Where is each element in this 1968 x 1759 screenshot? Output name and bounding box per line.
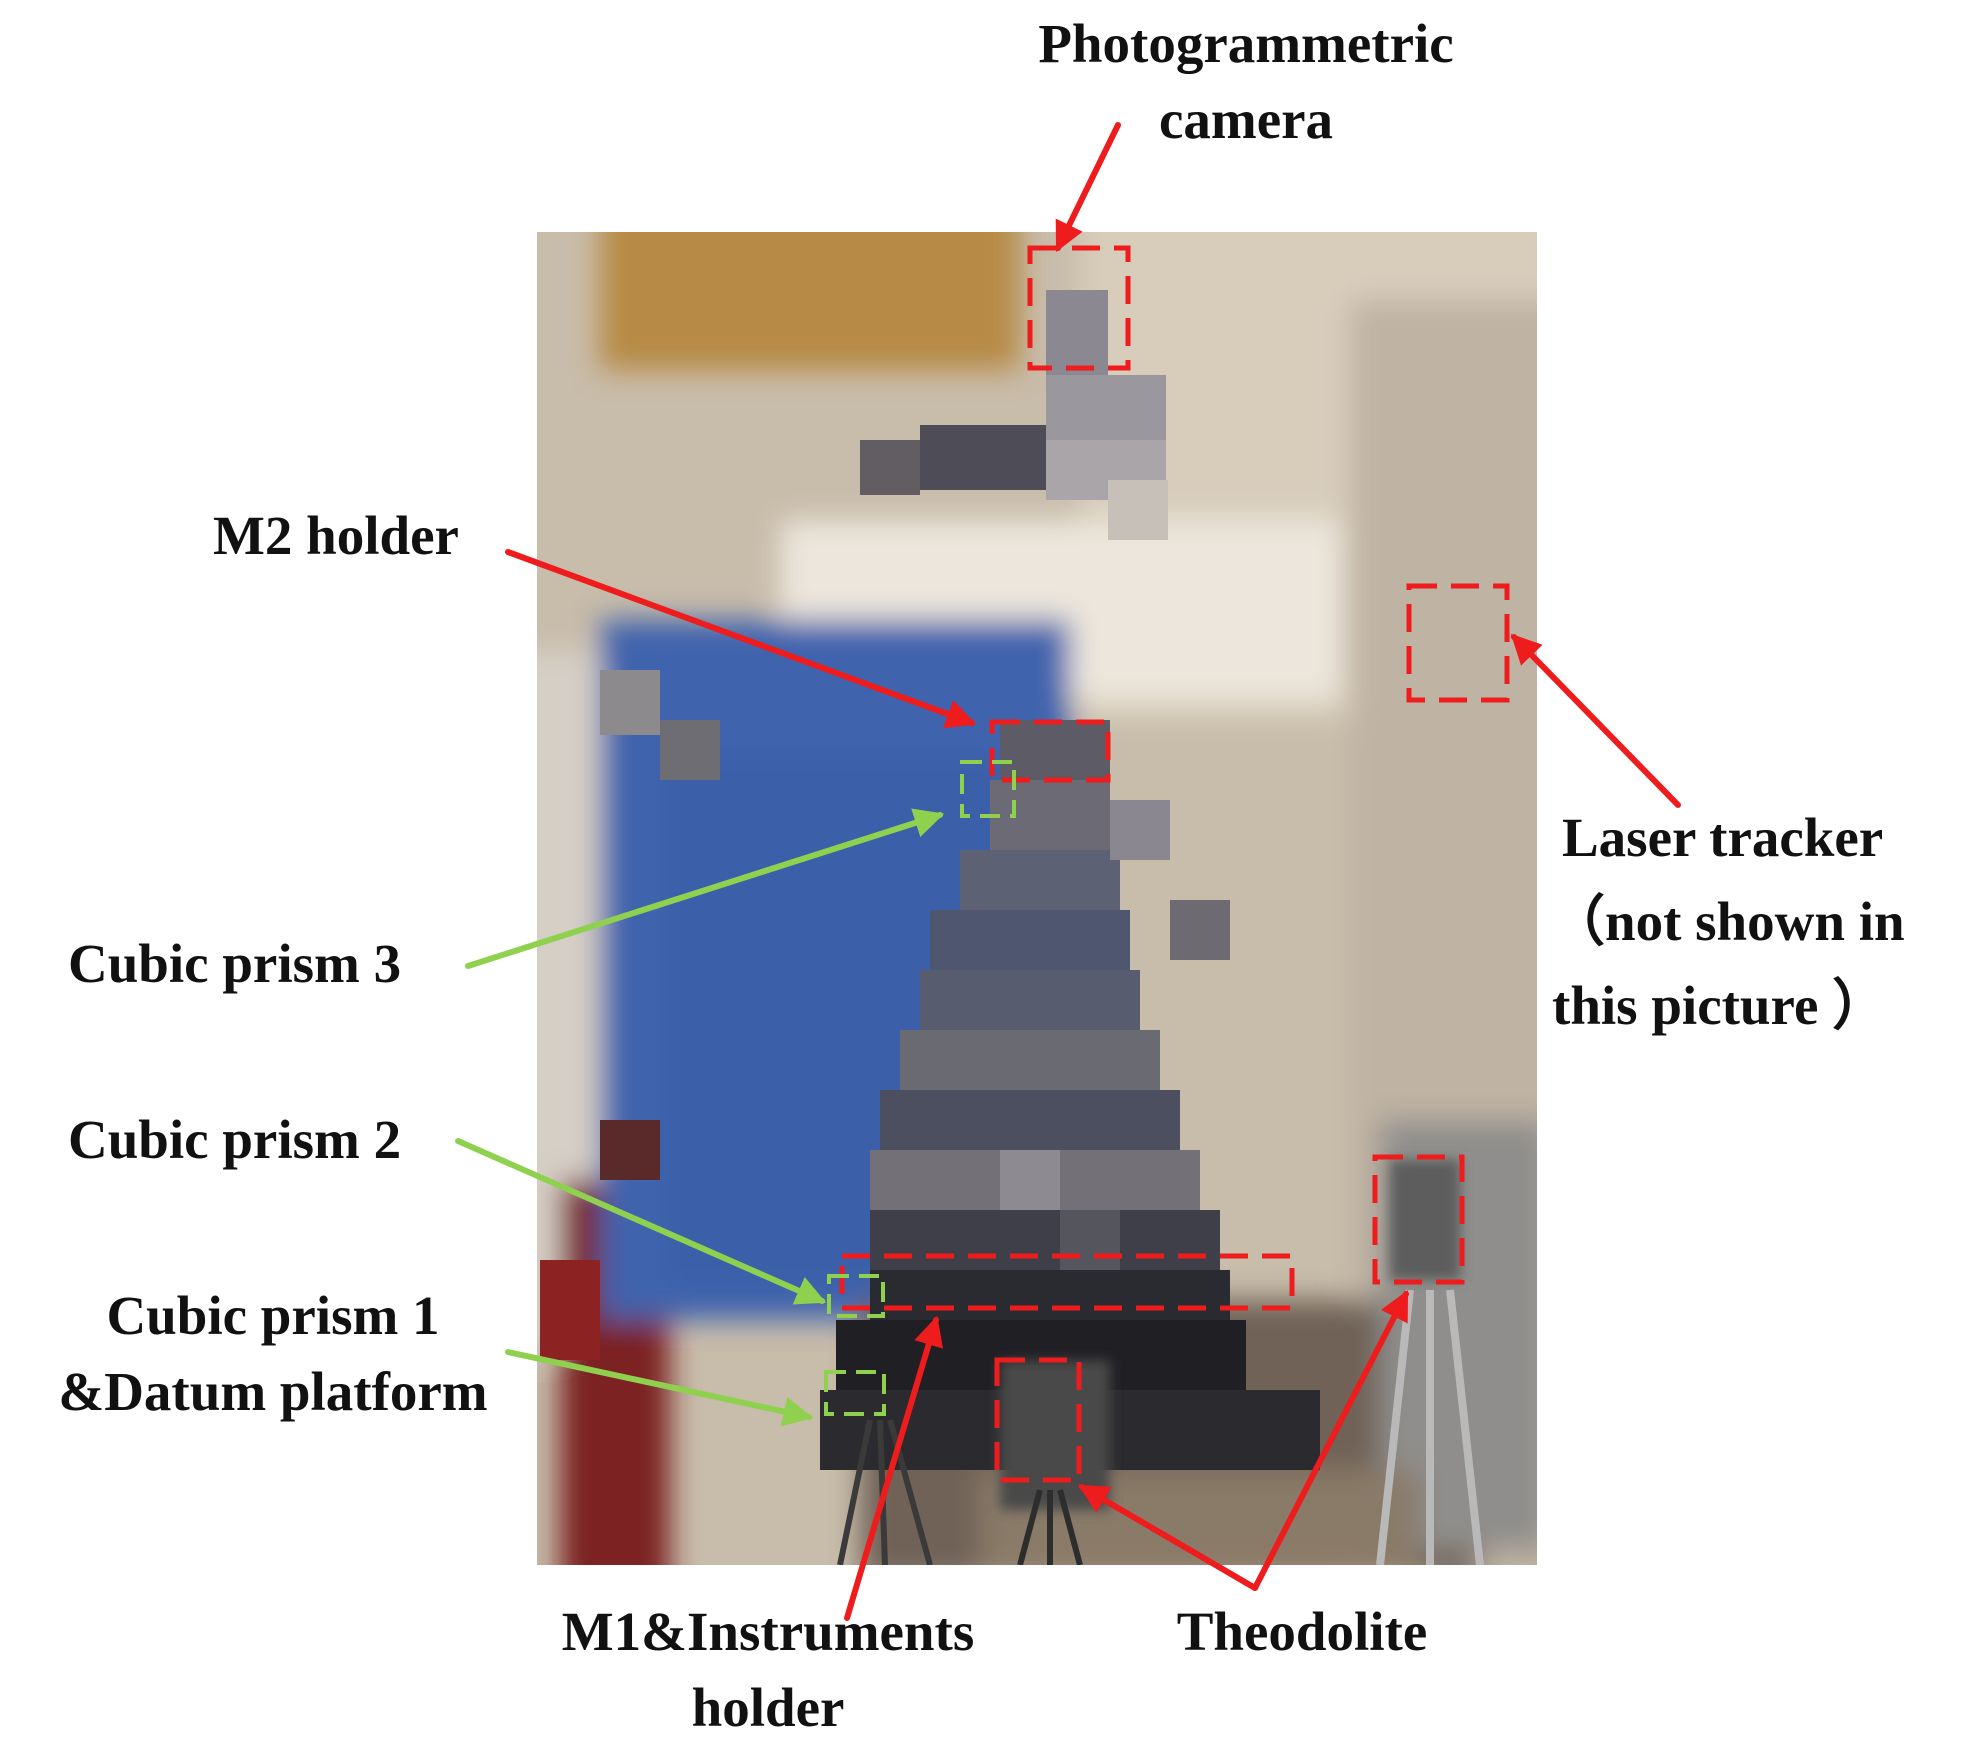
prism-2-box	[827, 1274, 885, 1318]
laser-tracker-box	[1406, 583, 1510, 703]
theodolite-right-box	[1372, 1154, 1465, 1285]
labels: Photogrammetric camera M2 holder Laser t…	[58, 13, 1904, 1738]
green-highlight-boxes	[824, 760, 1016, 1416]
m2-holder-box	[989, 719, 1111, 783]
base-platform	[820, 1160, 1484, 1565]
m1-holder-box	[839, 1253, 1295, 1311]
camera-arrow	[1055, 122, 1121, 253]
label-laser-tracker-line1: Laser tracker	[1562, 807, 1883, 868]
label-laser-tracker-line2: （not shown in	[1550, 891, 1905, 952]
green-arrows	[455, 808, 945, 1427]
lab-photo	[537, 232, 1537, 1565]
red-arrows	[505, 122, 1681, 1621]
label-cubic-prism-1-line2: &Datum platform	[58, 1361, 487, 1422]
label-cubic-prism-2: Cubic prism 2	[68, 1109, 401, 1170]
m2-holder-arrow	[505, 549, 977, 729]
prism-1-arrow	[505, 1349, 814, 1427]
theodolite-arrow-right	[1252, 1289, 1409, 1591]
label-m1-holder-line1: M1&Instruments	[562, 1601, 974, 1662]
label-photogrammetric-camera-line2: camera	[1159, 89, 1333, 150]
m1-holder-arrow	[844, 1315, 944, 1621]
laser-tracker-arrow	[1510, 633, 1681, 808]
prism-3-box	[960, 760, 1016, 818]
label-theodolite: Theodolite	[1177, 1601, 1428, 1662]
prism-1-box	[824, 1370, 886, 1416]
prism-3-arrow	[465, 808, 945, 969]
prism-2-arrow	[455, 1138, 827, 1305]
pixelated-telescope	[540, 290, 1230, 1360]
label-cubic-prism-1-line1: Cubic prism 1	[106, 1285, 439, 1346]
theodolite-bottom-box	[994, 1357, 1082, 1483]
label-laser-tracker-line3: this picture ）	[1552, 975, 1887, 1036]
label-m1-holder-line2: holder	[692, 1677, 845, 1738]
theodolite-arrow-bottom	[1078, 1484, 1258, 1591]
label-photogrammetric-camera-line1: Photogrammetric	[1038, 13, 1453, 74]
label-m2-holder: M2 holder	[213, 505, 459, 566]
label-cubic-prism-3: Cubic prism 3	[68, 933, 401, 994]
